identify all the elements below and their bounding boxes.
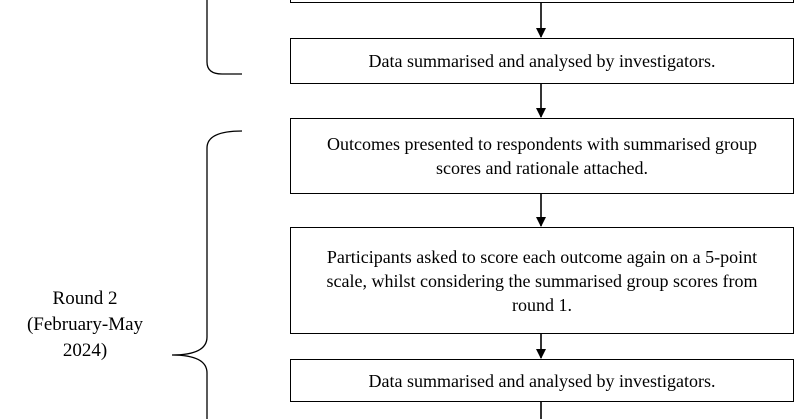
round-label-line2: (February-May <box>26 314 144 335</box>
round-2-label: Round 2 (February-May 2024) <box>0 286 170 364</box>
flow-step-text: Data summarised and analysed by investig… <box>368 51 716 71</box>
flow-step-box-top <box>290 0 794 3</box>
flow-step-text: Data summarised and analysed by investig… <box>368 370 716 391</box>
flow-step-text: Participants asked to score each outcome… <box>326 246 758 315</box>
round-label-line3: 2024) <box>62 340 108 361</box>
round-2-brace <box>171 130 243 419</box>
flow-step-box-1: Data summarised and analysed by investig… <box>290 38 794 84</box>
round-label-line1: Round 2 <box>52 288 118 309</box>
round-1-brace <box>206 0 242 75</box>
flow-step-box-3: Participants asked to score each outcome… <box>290 227 794 334</box>
flow-step-box-4: Data summarised and analysed by investig… <box>290 359 794 402</box>
flow-step-text: Outcomes presented to respondents with s… <box>327 134 757 178</box>
flow-step-box-2: Outcomes presented to respondents with s… <box>290 118 794 194</box>
